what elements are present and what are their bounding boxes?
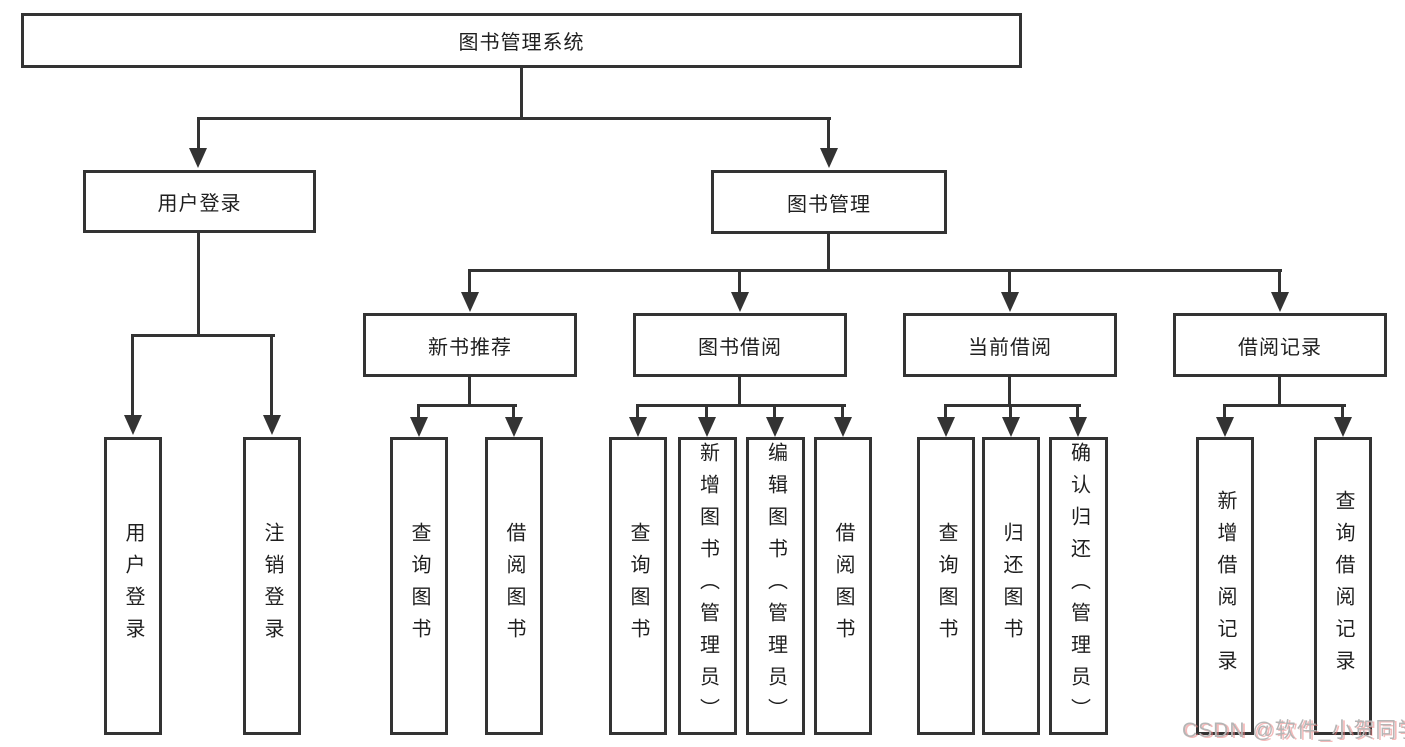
leaf-node-query-books-2: 查询图书 [609, 437, 667, 735]
arrow-down-icon [766, 417, 784, 437]
connector-line [417, 404, 517, 407]
leaf-node-logout: 注销登录 [243, 437, 301, 735]
connector-line [1009, 404, 1012, 418]
connector-line [841, 404, 844, 418]
connector-line [773, 404, 776, 418]
connector-line [468, 269, 1282, 272]
leaf-label: 查询图书 [627, 522, 649, 650]
leaf-node-confirm-return-admin: 确认归还（管理员） [1049, 437, 1108, 735]
arrow-down-icon [937, 417, 955, 437]
connector-line [827, 233, 830, 271]
connector-line [197, 117, 831, 120]
connector-line [1223, 404, 1346, 407]
node-new-book-recommend: 新书推荐 [363, 313, 577, 377]
leaf-node-query-borrow-record: 查询借阅记录 [1314, 437, 1372, 735]
connector-line [1278, 376, 1281, 407]
leaf-node-add-books-admin: 新增图书（管理员） [678, 437, 737, 735]
arrow-down-icon [820, 148, 838, 168]
arrow-down-icon [834, 417, 852, 437]
root-node-label: 图书管理系统 [458, 32, 585, 54]
connector-line [197, 117, 200, 149]
arrow-down-icon [731, 292, 749, 312]
connector-line [1278, 269, 1281, 293]
connector-line [705, 404, 708, 418]
csdn-watermark: CSDN @软件_小贺同学 [1182, 719, 1405, 742]
arrow-down-icon [698, 417, 716, 437]
node-label: 借阅记录 [1238, 336, 1322, 359]
arrow-down-icon [461, 292, 479, 312]
arrow-down-icon [1216, 417, 1234, 437]
connector-line [468, 269, 471, 293]
connector-line [197, 231, 200, 336]
connector-line [520, 66, 523, 119]
leaf-label: 借阅图书 [832, 522, 854, 650]
leaf-label: 新增图书（管理员） [696, 442, 719, 730]
leaf-label: 查询借阅记录 [1332, 490, 1354, 682]
connector-line [944, 404, 947, 418]
leaf-label: 查询图书 [935, 522, 957, 650]
arrow-down-icon [1001, 292, 1019, 312]
arrow-down-icon [629, 417, 647, 437]
node-label: 当前借阅 [968, 336, 1052, 359]
leaf-label: 编辑图书（管理员） [764, 442, 787, 730]
arrow-down-icon [1271, 292, 1289, 312]
leaf-label: 归还图书 [1000, 522, 1022, 650]
connector-line [131, 334, 134, 416]
leaf-node-return-books: 归还图书 [982, 437, 1040, 735]
leaf-node-query-books-1: 查询图书 [390, 437, 448, 735]
leaf-node-borrow-books-1: 借阅图书 [485, 437, 543, 735]
connector-line [636, 404, 639, 418]
leaf-node-add-borrow-record: 新增借阅记录 [1196, 437, 1254, 735]
connector-line [468, 376, 471, 407]
node-borrow-record: 借阅记录 [1173, 313, 1387, 377]
node-book-borrow: 图书借阅 [633, 313, 847, 377]
connector-line [512, 404, 515, 418]
node-user-login: 用户登录 [83, 170, 316, 233]
leaf-node-edit-books-admin: 编辑图书（管理员） [746, 437, 805, 735]
connector-line [1008, 269, 1011, 293]
connector-line [827, 117, 830, 149]
leaf-label: 用户登录 [122, 522, 144, 650]
node-label: 图书管理 [787, 193, 871, 216]
leaf-node-user-login: 用户登录 [104, 437, 162, 735]
connector-line [417, 404, 420, 418]
connector-line [944, 404, 1081, 407]
arrow-down-icon [1334, 417, 1352, 437]
leaf-label: 注销登录 [261, 522, 283, 650]
arrow-down-icon [410, 417, 428, 437]
arrow-down-icon [1002, 417, 1020, 437]
arrow-down-icon [505, 417, 523, 437]
node-current-borrow: 当前借阅 [903, 313, 1117, 377]
arrow-down-icon [189, 148, 207, 168]
leaf-node-borrow-books-2: 借阅图书 [814, 437, 872, 735]
node-book-management: 图书管理 [711, 170, 947, 234]
node-label: 用户登录 [157, 193, 242, 215]
arrow-down-icon [124, 415, 142, 435]
leaf-node-query-books-3: 查询图书 [917, 437, 975, 735]
connector-line [132, 334, 275, 337]
node-label: 图书借阅 [698, 336, 782, 359]
connector-line [1223, 404, 1226, 418]
connector-line [1008, 376, 1011, 407]
connector-line [270, 334, 273, 416]
node-label: 新书推荐 [428, 336, 512, 359]
leaf-label: 确认归还（管理员） [1067, 442, 1090, 730]
leaf-label: 新增借阅记录 [1214, 490, 1236, 682]
connector-line [738, 269, 741, 293]
leaf-label: 借阅图书 [503, 522, 525, 650]
arrow-down-icon [263, 415, 281, 435]
connector-line [1341, 404, 1344, 418]
connector-line [738, 376, 741, 407]
root-node-library-system: 图书管理系统 [21, 13, 1022, 68]
leaf-label: 查询图书 [408, 522, 430, 650]
connector-line [636, 404, 846, 407]
arrow-down-icon [1069, 417, 1087, 437]
connector-line [1076, 404, 1079, 418]
